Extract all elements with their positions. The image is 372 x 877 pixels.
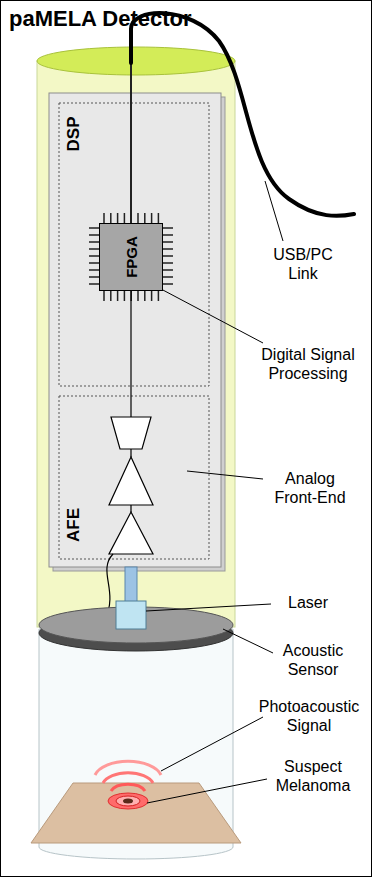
chip-pin: [151, 291, 153, 301]
melanoma-core: [123, 799, 133, 804]
leader-line: [187, 471, 263, 479]
housing-lid: [37, 47, 235, 75]
chip-pin: [103, 291, 105, 301]
chip-pin: [163, 248, 173, 250]
chip-pin: [163, 234, 173, 236]
group-label: DSP: [64, 117, 84, 152]
fpga-chip: FPGA: [99, 223, 163, 291]
melanoma-ring: [108, 793, 148, 809]
acoustic-wave: [103, 773, 153, 783]
internal-wire: [130, 63, 132, 223]
signal-wire: [130, 291, 131, 396]
chip-pin: [124, 291, 126, 301]
dsp-outline: [59, 103, 209, 386]
chip-pin: [158, 213, 160, 223]
chip-pin: [117, 291, 119, 301]
acoustic-wave: [95, 761, 161, 775]
chip-pin: [117, 213, 119, 223]
part-label: Laser: [273, 593, 343, 612]
port-label: USB/PC Link: [265, 245, 341, 283]
signal-wire: [130, 396, 131, 417]
group-label: AFE: [64, 508, 84, 542]
chip-pin: [163, 241, 173, 243]
chip-pin: [124, 213, 126, 223]
chip-pin: [89, 248, 99, 250]
leader-line: [161, 717, 263, 771]
leader-line: [161, 289, 263, 343]
chip-label: FPGA: [123, 236, 140, 278]
chip-pin: [144, 213, 146, 223]
chip-pin: [163, 283, 173, 285]
chip-pin: [103, 213, 105, 223]
housing-body: [37, 61, 235, 627]
chip-pin: [163, 255, 173, 257]
leader-line: [265, 181, 283, 241]
chip-pin: [151, 213, 153, 223]
chip-pin: [163, 269, 173, 271]
chip-pin: [137, 213, 139, 223]
chip-pin: [137, 291, 139, 301]
signal-label: Photoacoustic Signal: [250, 697, 368, 735]
amplifier-symbol: [109, 512, 153, 554]
chip-pin: [89, 283, 99, 285]
part-label: Suspect Melanoma: [263, 757, 363, 795]
pcb-board: [49, 93, 221, 567]
part-label: Analog Front-End: [263, 469, 357, 507]
usb-cable: [131, 13, 354, 216]
chip-pin: [89, 241, 99, 243]
acoustic-wave: [111, 784, 145, 791]
amplifier-symbol: [109, 457, 153, 505]
title: paMELA Detector: [9, 6, 192, 32]
adc-symbol: [111, 417, 151, 449]
leader-line: [147, 779, 267, 803]
chip-pin: [89, 276, 99, 278]
chip-pin: [130, 213, 132, 223]
part-label: Acoustic Sensor: [263, 641, 363, 679]
chip-pin: [163, 262, 173, 264]
chip-pin: [110, 213, 112, 223]
group-box: AFE: [59, 396, 209, 559]
leader-line: [146, 604, 271, 611]
laser-box: [116, 601, 146, 629]
chip-pin: [89, 255, 99, 257]
afe-outline: [59, 396, 209, 559]
chip-pin: [89, 234, 99, 236]
chip-pin: [89, 262, 99, 264]
chip-pin: [89, 227, 99, 229]
chip-pin: [163, 227, 173, 229]
chip-pins: [89, 213, 173, 301]
part-label: Digital Signal Processing: [249, 345, 367, 383]
chip-pin: [144, 291, 146, 301]
skin: [31, 783, 241, 843]
leader-line: [223, 629, 273, 653]
chip-pin: [158, 291, 160, 301]
group-box: DSP FPGA: [59, 103, 209, 386]
chip-pin: [110, 291, 112, 301]
chip-pin: [163, 276, 173, 278]
chip-pin: [89, 269, 99, 271]
melanoma-ring: [116, 796, 140, 806]
